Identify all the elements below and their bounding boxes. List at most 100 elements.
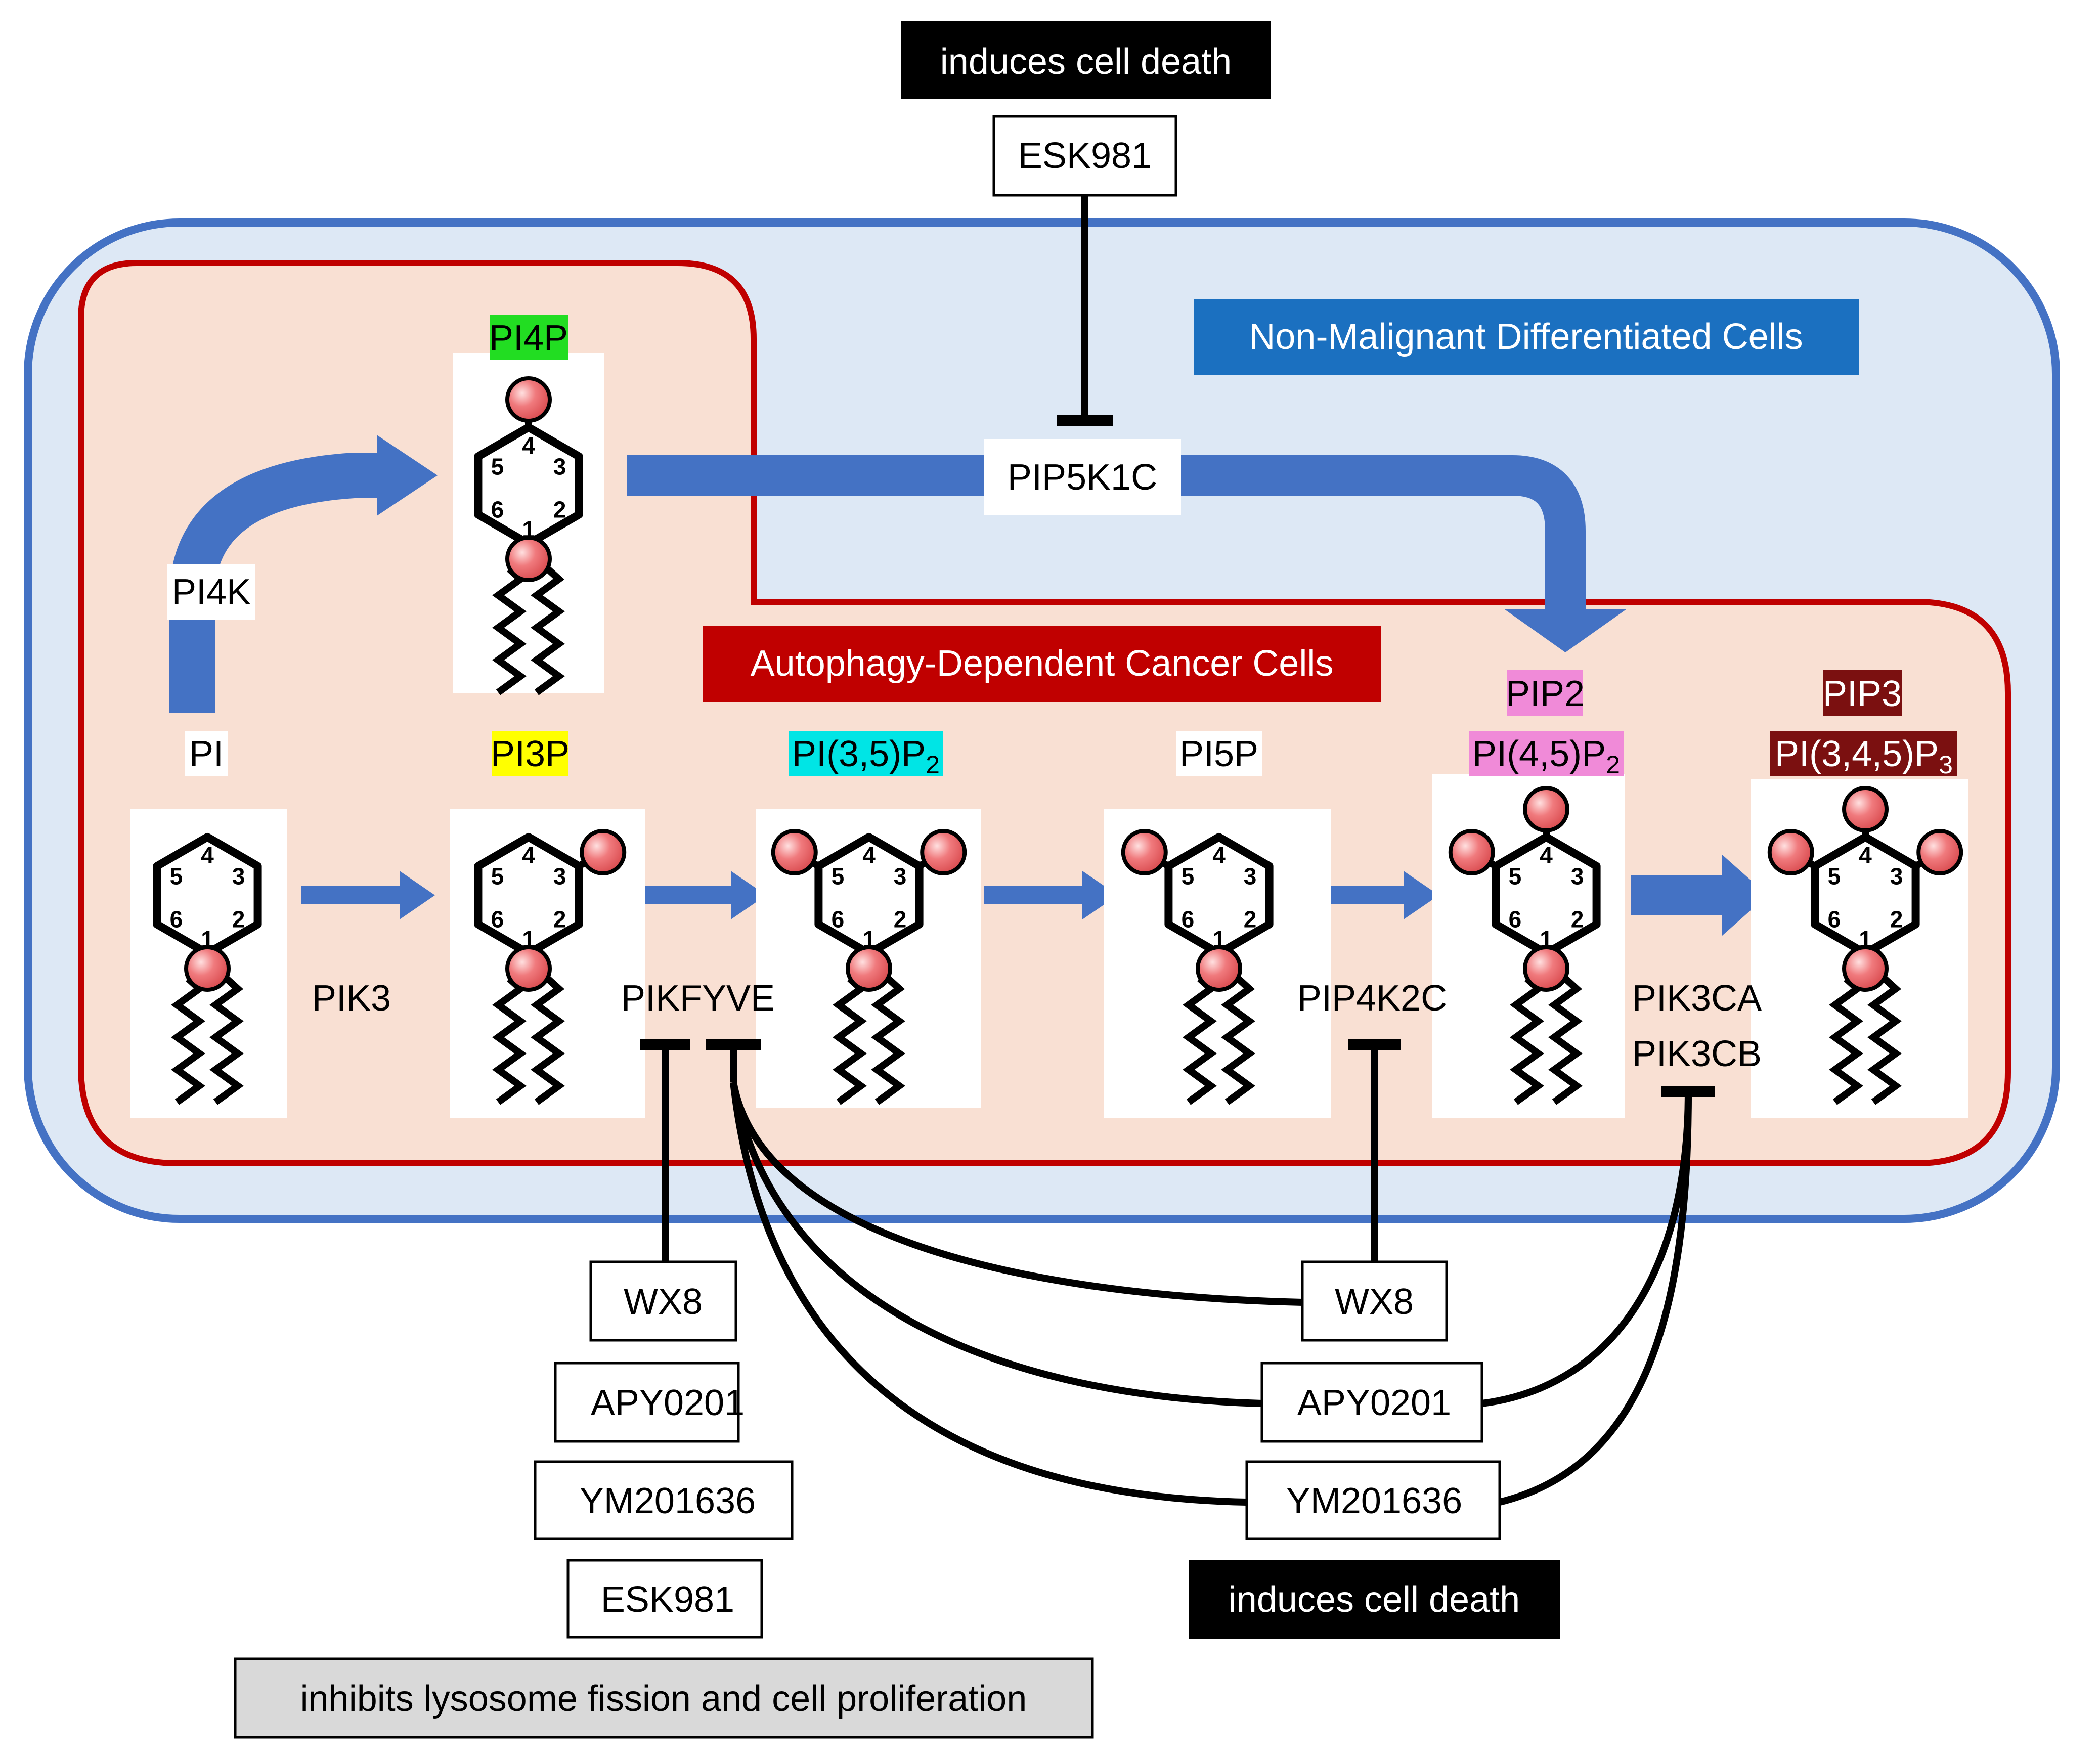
glycerol-phosphate [184, 945, 231, 992]
ring-position-number: 6 [1828, 906, 1841, 933]
left-drug-box [589, 1260, 737, 1342]
fatty-acid-tail [1183, 976, 1217, 1105]
pip2-label: PIP2 [1506, 674, 1585, 714]
ring-position-number: 4 [201, 842, 214, 868]
left-drug-list: WX8 APY0201 YM201636 ESK981 [534, 1260, 794, 1639]
pip3-label: PIP3 [1823, 674, 1902, 714]
right-drug-box [1260, 1362, 1483, 1443]
ring-position-number: 2 [1571, 906, 1584, 933]
pip5k1c-label: PIP5K1C [1008, 457, 1157, 498]
ring-position-number: 2 [553, 497, 566, 523]
pip5k1c-arrow [627, 455, 1586, 612]
right-effect-box [1189, 1560, 1560, 1639]
ring-position-number: 3 [1890, 863, 1903, 890]
fatty-acid-tail [871, 976, 905, 1105]
fatty-acid-tail [1829, 976, 1863, 1105]
pi-label: PI [189, 734, 224, 774]
pip3-label-bg [1823, 670, 1902, 716]
ring-position-number: 4 [862, 842, 876, 868]
flow-arrows [301, 855, 1768, 936]
right-drug-box [1245, 1460, 1501, 1540]
phosphate-head [1121, 829, 1168, 875]
ring-position-number: 4 [522, 432, 535, 459]
pi45p2-label: PI(4,5)P2 [1472, 734, 1620, 779]
pi3p-label: PI3P [491, 734, 570, 774]
top-effect-box [901, 21, 1271, 99]
inhibition-connectors [640, 1039, 1715, 1506]
ring-position-number: 3 [1244, 863, 1257, 890]
left-drug-box [566, 1559, 763, 1639]
ring-position-number: 6 [1509, 906, 1522, 933]
ring-position-number: 6 [491, 906, 504, 933]
pi4p-label: PI4P [489, 318, 568, 359]
glycerol-phosphate [1842, 945, 1889, 992]
ring-position-number: 3 [553, 863, 566, 890]
left-drug-box [534, 1460, 794, 1540]
pi35p2-label-bg [789, 731, 943, 776]
ring-position-number: 4 [1212, 842, 1226, 868]
top-drug-text: ESK981 [1018, 136, 1152, 176]
cancer-label: Autophagy-Dependent Cancer Cells [751, 643, 1334, 684]
pi4p-label-bg [490, 315, 568, 360]
glycerol-phosphate [505, 945, 552, 992]
glycerol-phosphate [505, 536, 552, 582]
left-drug-apy0201: APY0201 [591, 1383, 745, 1423]
ring-position-number: 6 [491, 497, 504, 523]
left-effect-text: inhibits lysosome fission and cell proli… [300, 1679, 1027, 1719]
ring-position-number: 5 [170, 863, 183, 890]
right-drug-wx8: WX8 [1335, 1282, 1414, 1322]
top-effect-text: induces cell death [940, 41, 1232, 82]
right-drug-list: WX8 APY0201 YM201636 [1245, 1260, 1501, 1540]
phosphate-head [1916, 829, 1963, 875]
left-drug-ym201636: YM201636 [580, 1481, 756, 1521]
fatty-acid-tail [531, 976, 565, 1105]
ring-position-number: 5 [491, 863, 504, 890]
pi345p3-label-bg [1770, 731, 1957, 776]
pikfyve-label: PIKFYVE [621, 978, 775, 1019]
pip5k1c-arrowhead [1505, 609, 1626, 652]
ring-position-number: 3 [1571, 863, 1584, 890]
ring-position-number: 5 [1509, 863, 1522, 890]
ring-position-number: 2 [553, 906, 566, 933]
phosphate-head [771, 829, 818, 875]
fatty-acid-tail [833, 976, 867, 1105]
pik3cb-label: PIK3CB [1632, 1034, 1762, 1074]
pi5p-label-bg [1176, 731, 1262, 776]
phosphate-head [1767, 829, 1814, 875]
ring-position-number: 5 [832, 863, 845, 890]
phosphate-head [1448, 829, 1495, 875]
pik3-label: PIK3 [312, 978, 391, 1019]
right-drug-ym201636: YM201636 [1286, 1481, 1462, 1521]
fatty-acid-tail [1221, 976, 1255, 1105]
fatty-acid-tail [209, 976, 244, 1105]
fatty-acid-tail [1867, 976, 1902, 1105]
left-drug-esk981: ESK981 [601, 1579, 734, 1620]
right-drug-apy0201: APY0201 [1297, 1383, 1451, 1423]
pip4k2c-label: PIP4K2C [1297, 978, 1447, 1019]
ring-position-number: 5 [1182, 863, 1195, 890]
glycerol-phosphate [1523, 945, 1569, 992]
left-drug-box [554, 1362, 740, 1443]
ring-position-number: 6 [170, 906, 183, 933]
phosphate-head [1523, 786, 1569, 832]
lipid-molecules: 4321654321654321654321654321654321654321… [153, 376, 1963, 1105]
pi4k-arrowhead [377, 435, 438, 516]
pip2-label-bg [1507, 670, 1583, 716]
fatty-acid-tail [1510, 976, 1544, 1105]
pi5p-label: PI5P [1179, 734, 1258, 774]
pip5k1c-label-bg [984, 439, 1181, 515]
non-malignant-label: Non-Malignant Differentiated Cells [1249, 317, 1803, 357]
pi-label-bg [185, 731, 228, 776]
non-malignant-label-box [1194, 299, 1859, 375]
pi35p2-label: PI(3,5)P2 [792, 734, 940, 779]
ring-position-number: 4 [1859, 842, 1872, 868]
ring-position-number: 5 [491, 454, 504, 480]
